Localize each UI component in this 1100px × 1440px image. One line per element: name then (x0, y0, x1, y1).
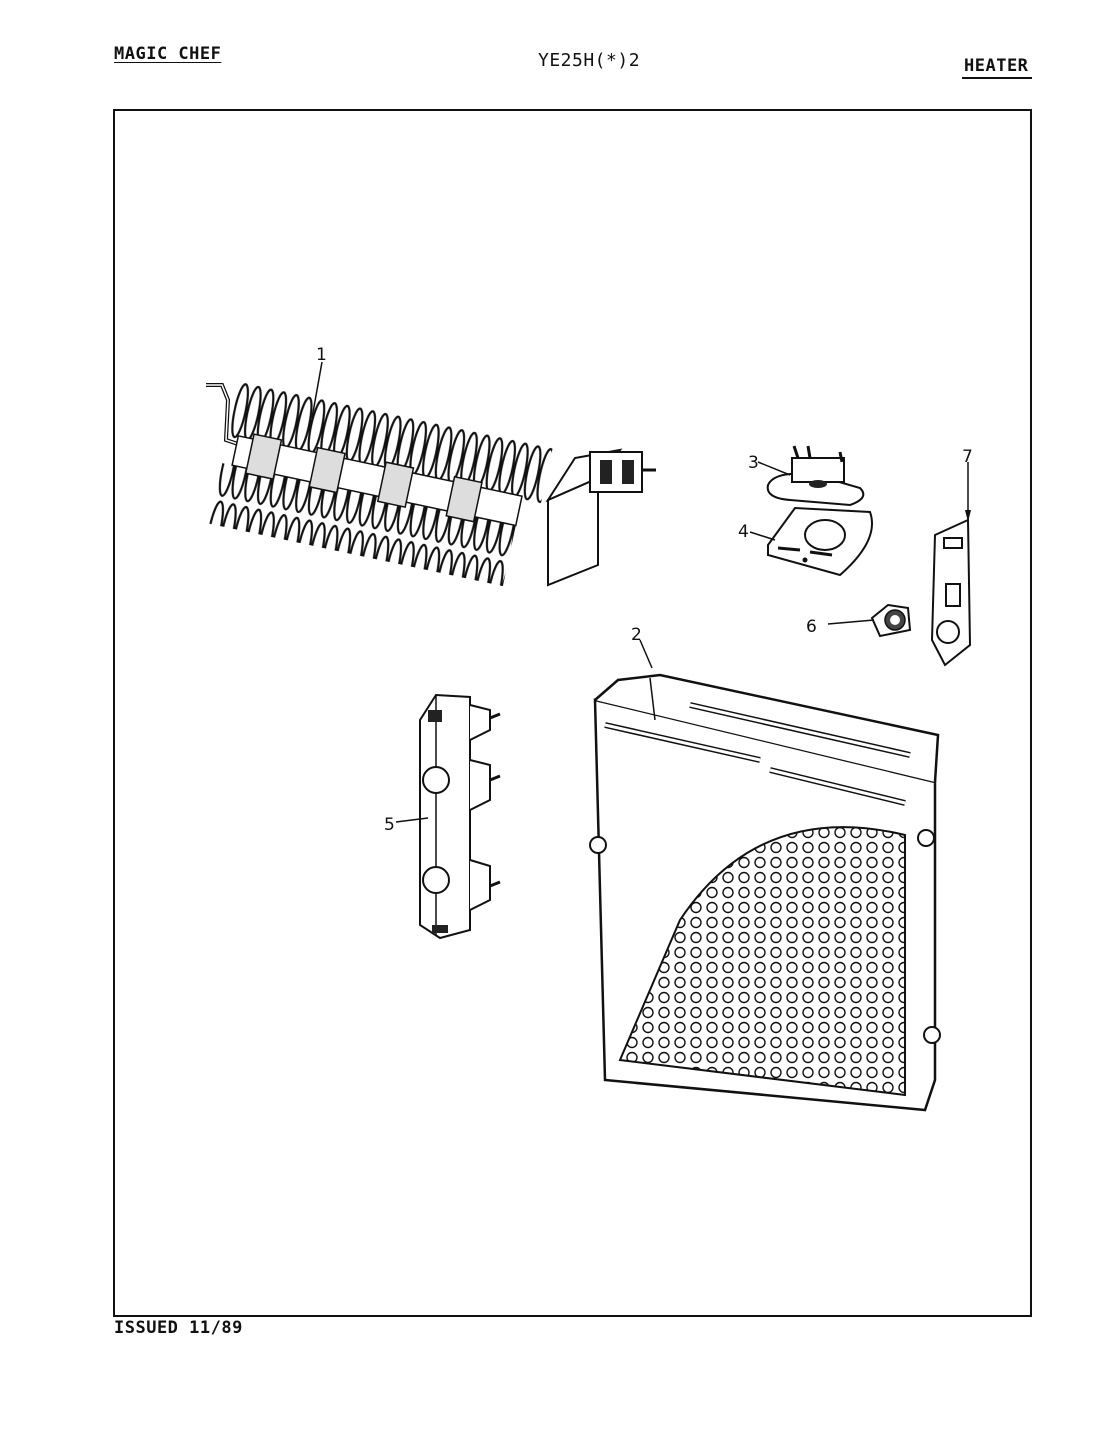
callout-6: 6 (806, 617, 817, 637)
callout-2: 2 (631, 625, 642, 645)
callout-5: 5 (384, 815, 395, 835)
mounting-plate-part (930, 518, 972, 667)
callout-7: 7 (962, 447, 973, 467)
header-rule-right (962, 77, 1032, 79)
callout-1: 1 (316, 345, 327, 365)
callout-3: 3 (748, 453, 759, 473)
terminal-block-part (419, 693, 501, 940)
leader-lines (311, 361, 969, 823)
bracket-part (767, 506, 873, 577)
section-title: HEATER (964, 56, 1029, 76)
limit-thermostat-part (870, 603, 912, 638)
brand-label: MAGIC CHEF (114, 44, 222, 64)
issued-date: ISSUED 11/89 (114, 1318, 243, 1338)
thermostat-part (766, 445, 865, 507)
callout-4: 4 (738, 522, 749, 542)
diagram-frame (113, 109, 1032, 1317)
model-number: YE25H(*)2 (538, 50, 641, 71)
heater-element-part (206, 380, 656, 587)
heater-housing-part (589, 673, 941, 1112)
